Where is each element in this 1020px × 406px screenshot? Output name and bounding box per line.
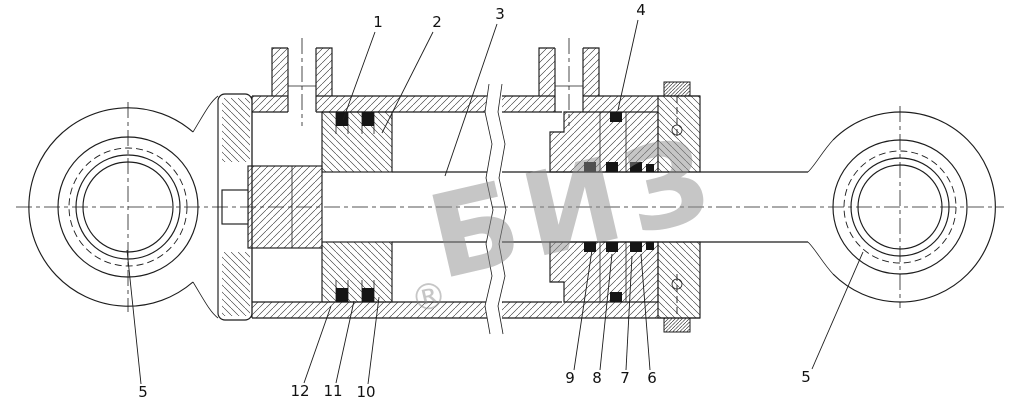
rod-seal-bottom-2 (606, 242, 618, 252)
callout-4-label: 4 (636, 1, 646, 19)
callout-12: 12 (290, 305, 332, 400)
gland-o-ring-top (610, 112, 622, 122)
centerlines (16, 38, 1004, 312)
break-lines (484, 83, 507, 335)
left-eye-neck-top (192, 95, 219, 133)
watermark-registered-mark: ® (407, 274, 451, 322)
callout-2: 2 (381, 13, 442, 134)
callout-5-right: 5 (801, 251, 864, 386)
rod-gland (549, 111, 659, 303)
end-flange (657, 81, 701, 333)
callout-5-left: 5 (126, 249, 148, 401)
rod-wiper-bottom (646, 242, 654, 250)
callout-9: 9 (565, 249, 593, 387)
callout-10-label: 10 (356, 383, 375, 401)
cylinder-barrel (252, 95, 700, 319)
callout-12-label: 12 (290, 382, 309, 400)
piston-seal-bottom-left (336, 288, 348, 302)
piston-seal-bottom-right (362, 288, 374, 302)
right-eye-neck-bottom (807, 241, 834, 275)
rod-wiper-top (646, 164, 654, 172)
piston-seal-top-left (336, 112, 348, 126)
callout-3-label: 3 (495, 5, 505, 23)
callout-11-label: 11 (323, 382, 342, 400)
callout-8-label: 8 (592, 369, 602, 387)
callout-7-label: 7 (620, 369, 630, 387)
callout-8: 8 (592, 253, 613, 387)
right-eye-outer-contour (832, 111, 996, 303)
callout-6-label: 6 (647, 369, 657, 387)
callout-7: 7 (620, 255, 633, 387)
callout-1-label: 1 (373, 13, 383, 31)
port-boss-left (271, 47, 333, 112)
callout-11: 11 (323, 300, 355, 400)
callout-9-label: 9 (565, 369, 575, 387)
rod-seal-bottom-3 (630, 242, 642, 252)
callout-5-left-label: 5 (138, 383, 148, 401)
rod-seal-bottom-1 (584, 242, 596, 252)
rod-seal-top-3 (630, 162, 642, 172)
flange-bolt-head-bottom (663, 317, 691, 333)
piston-seal-top-right (362, 112, 374, 126)
left-eye-neck-bottom (192, 281, 219, 319)
rod-seal-top-1 (584, 162, 596, 172)
callout-10: 10 (356, 296, 380, 401)
right-eye-neck-top (807, 139, 834, 173)
callout-2-label: 2 (432, 13, 442, 31)
callout-3: 3 (444, 5, 505, 177)
callout-6: 6 (640, 253, 657, 387)
rod-seal-top-2 (606, 162, 618, 172)
port-boss-right (538, 47, 600, 112)
callout-4: 4 (617, 1, 646, 111)
rear-cap (217, 93, 253, 321)
callout-5-right-label: 5 (801, 368, 811, 386)
piston (321, 111, 393, 303)
callout-1: 1 (342, 13, 383, 121)
gland-o-ring-bottom (610, 292, 622, 302)
flange-bolt-head-top (663, 81, 691, 97)
